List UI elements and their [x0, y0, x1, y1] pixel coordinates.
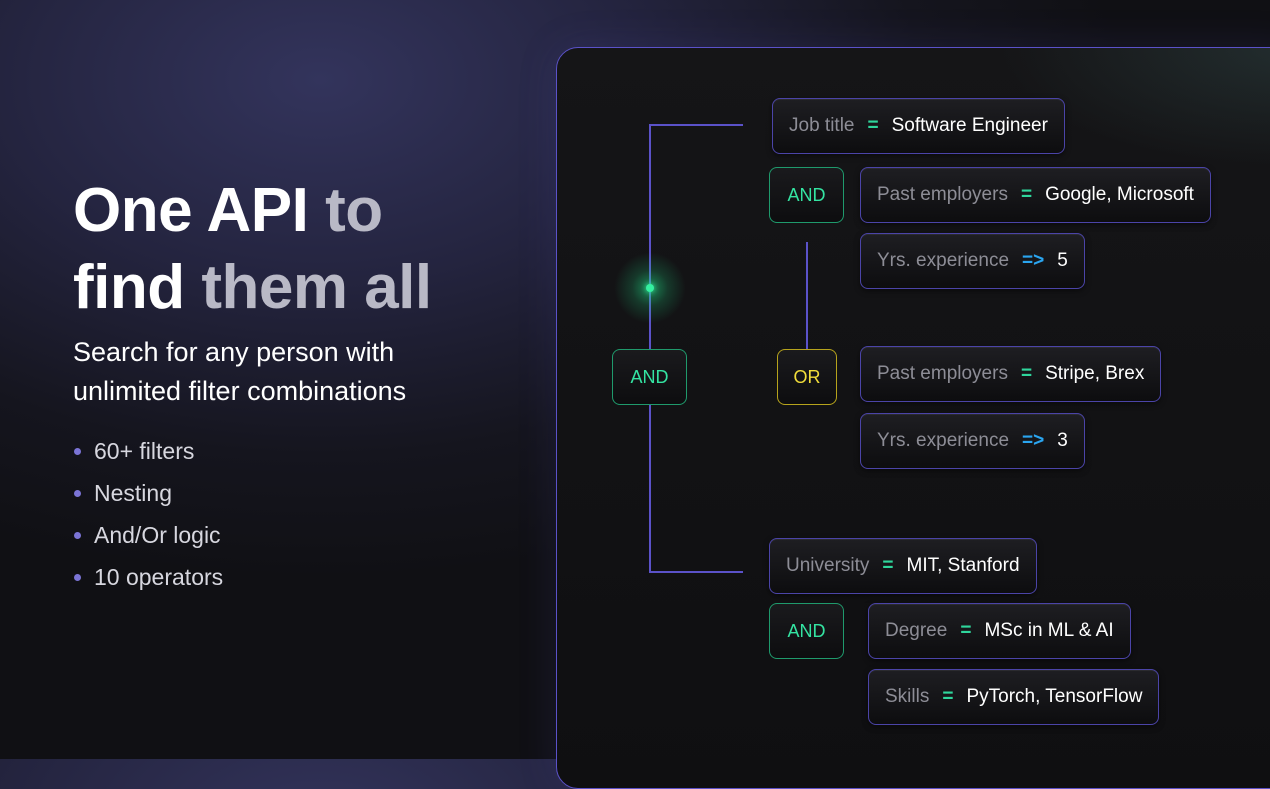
- headline-part: to: [308, 176, 383, 245]
- filter-value: Software Engineer: [891, 115, 1048, 136]
- equals-operator: =: [960, 620, 972, 641]
- gte-operator: =>: [1022, 430, 1045, 451]
- logic-label: AND: [787, 184, 826, 205]
- filter-yrs-experience-2[interactable]: Yrs. experience => 3: [860, 413, 1085, 469]
- feature-item: And/Or logic: [73, 514, 223, 556]
- equals-operator: =: [1020, 184, 1033, 205]
- filter-value: MSc in ML & AI: [984, 620, 1114, 641]
- filter-value: MIT, Stanford: [906, 555, 1020, 576]
- filter-past-employers-2[interactable]: Past employers = Stripe, Brex: [860, 346, 1162, 402]
- filter-yrs-experience-1[interactable]: Yrs. experience => 5: [860, 233, 1085, 289]
- equals-operator: =: [882, 555, 894, 576]
- filter-university[interactable]: University = MIT, Stanford: [769, 538, 1037, 594]
- equals-operator: =: [867, 115, 879, 136]
- headline-part: One API: [73, 176, 309, 245]
- subtitle-line: unlimited filter combinations: [73, 376, 407, 406]
- logic-group2-and[interactable]: AND: [769, 603, 844, 659]
- connector-or-vertical: [806, 242, 808, 350]
- subtitle-line: Search for any person with: [73, 337, 395, 367]
- filter-value: 5: [1057, 250, 1068, 271]
- logic-root-and[interactable]: AND: [612, 349, 687, 405]
- logic-or[interactable]: OR: [777, 349, 837, 405]
- feature-list: 60+ filters Nesting And/Or logic 10 oper…: [73, 430, 223, 598]
- filter-value: Google, Microsoft: [1045, 184, 1194, 205]
- connector-root-vertical: [649, 124, 651, 572]
- filter-key: University: [786, 555, 870, 576]
- feature-item: Nesting: [73, 472, 223, 514]
- connector-top-branch: [649, 124, 743, 126]
- logic-group1-and[interactable]: AND: [769, 167, 844, 223]
- filter-job-title[interactable]: Job title = Software Engineer: [772, 98, 1065, 154]
- filter-key: Yrs. experience: [877, 250, 1010, 271]
- logic-label: OR: [793, 366, 821, 387]
- filter-key: Yrs. experience: [877, 430, 1010, 451]
- headline-part: them all: [201, 253, 432, 322]
- filter-value: PyTorch, TensorFlow: [966, 686, 1143, 707]
- filter-value: Stripe, Brex: [1045, 363, 1145, 384]
- filter-key: Past employers: [877, 363, 1008, 384]
- filter-key: Job title: [789, 115, 855, 136]
- logic-label: AND: [630, 366, 669, 387]
- feature-item: 10 operators: [73, 556, 223, 598]
- equals-operator: =: [1020, 363, 1033, 384]
- filter-key: Degree: [885, 620, 948, 641]
- headline-part: find: [73, 253, 202, 322]
- logic-label: AND: [787, 620, 826, 641]
- headline: One API to find them all: [73, 172, 553, 326]
- active-node-dot: [646, 284, 654, 292]
- subtitle: Search for any person with unlimited fil…: [73, 333, 533, 411]
- feature-item: 60+ filters: [73, 430, 223, 472]
- gte-operator: =>: [1022, 250, 1045, 271]
- filter-key: Past employers: [877, 184, 1008, 205]
- connector-bottom-branch: [649, 571, 743, 573]
- filter-skills[interactable]: Skills = PyTorch, TensorFlow: [868, 669, 1160, 725]
- equals-operator: =: [942, 686, 954, 707]
- filter-degree[interactable]: Degree = MSc in ML & AI: [868, 603, 1131, 659]
- filter-value: 3: [1057, 430, 1068, 451]
- filter-past-employers-1[interactable]: Past employers = Google, Microsoft: [860, 167, 1211, 223]
- filter-key: Skills: [885, 686, 930, 707]
